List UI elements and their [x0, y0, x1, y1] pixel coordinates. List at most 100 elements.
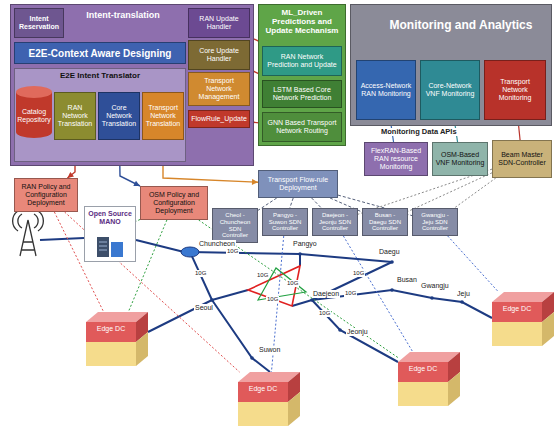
mano-box: Open Source MANO — [84, 206, 136, 262]
datacenter-cube: Edge DC — [492, 292, 554, 346]
process-box: Core Update Handler — [188, 40, 250, 70]
backbone-link — [212, 290, 248, 300]
cube-side-lower — [448, 372, 460, 406]
cube-shape — [86, 312, 148, 366]
layer-panel: ML_Driven Predictions and Update Mechani… — [258, 4, 346, 146]
node-text: GNN Based Transport Network Routing — [265, 119, 339, 134]
process-box: Access-Network RAN Monitoring — [356, 60, 416, 120]
node-text: Catalog Repository — [17, 108, 51, 123]
link-capacity: 10G — [352, 270, 365, 277]
controller-box: Pangyo - Suwon SDN Controller — [262, 208, 308, 236]
connector-line — [290, 198, 293, 208]
city-dot — [310, 298, 314, 302]
backbone-link — [312, 300, 398, 362]
connector — [454, 178, 495, 208]
connector — [448, 236, 499, 292]
backbone-link — [292, 300, 312, 306]
process-box: Transport Network Translation — [142, 92, 184, 140]
cube-front-lower — [398, 382, 448, 406]
city-dot — [390, 288, 394, 292]
link-capacity: 10G — [286, 280, 299, 287]
node-text: Busan - Daegu SDN Controller — [365, 212, 405, 232]
node-text: Open Source MANO — [87, 210, 133, 225]
connector — [343, 236, 412, 352]
link-capacity: 10G — [256, 272, 269, 279]
node-text: Cheol - Chuncheon SDN Controller — [215, 212, 255, 238]
city-dot — [430, 296, 434, 300]
node-text: Beam Master SDN-Controller — [495, 151, 549, 166]
node-text: Transport Network Monitoring — [487, 78, 543, 101]
node-text: Access-Network RAN Monitoring — [359, 82, 413, 97]
process-box: Transport Flow-rule Deployment — [258, 170, 338, 198]
node-text: FlexRAN-Based RAN resource Monitoring — [367, 147, 425, 170]
controller-box: Busan - Daegu SDN Controller — [362, 208, 408, 236]
connector-line — [454, 178, 495, 208]
process-box: E2E-Context Aware Designing — [14, 42, 186, 64]
datacenter-cube: Edge DC — [86, 312, 148, 366]
node-text: ML_Driven Predictions and Update Mechani… — [262, 9, 342, 35]
group-panel: E2E Intent TranslatorCatalog Repository R… — [14, 68, 186, 162]
cube-shape — [398, 352, 460, 406]
antenna-waves — [13, 211, 44, 231]
node-text: Daejeon - Jeonju SDN Controller — [315, 212, 355, 232]
node-text: Core Update Handler — [191, 47, 247, 62]
city-dot — [460, 300, 464, 304]
connector-line — [343, 236, 412, 352]
process-box: Transport Network Management — [188, 72, 250, 106]
city-label: Chuncheon — [198, 240, 236, 248]
cube-shape — [238, 372, 300, 426]
node-text: RAN Network Translation — [57, 104, 93, 127]
controller-box: Cheol - Chuncheon SDN Controller — [212, 208, 258, 243]
cube-side-lower — [136, 332, 148, 366]
process-box: Beam Master SDN-Controller — [492, 140, 552, 178]
process-box: GNN Based Transport Network Routing — [262, 112, 342, 142]
node-text: RAN Policy and Configuration Deployment — [17, 183, 75, 206]
backbone-link — [190, 252, 212, 300]
layer-panel: Monitoring and AnalyticsAccess-Network R… — [350, 4, 552, 126]
node-text: Monitoring and Analytics — [375, 19, 547, 32]
city-label: Pangyo — [292, 240, 318, 248]
connector — [408, 173, 492, 212]
node-text: RAN Update Handler — [191, 15, 247, 30]
city-label: Suwon — [258, 346, 281, 354]
connector-line — [312, 198, 322, 208]
cube-front-lower — [238, 402, 288, 426]
city-label: Gwangju — [420, 282, 450, 290]
process-box: Core-Network VNF Monitoring — [420, 60, 480, 120]
backbone-link — [299, 254, 301, 266]
link-capacity: 10G — [318, 310, 331, 317]
connector-line — [199, 220, 398, 358]
server-rack — [97, 237, 109, 257]
router-symbol — [181, 247, 199, 257]
connector-line — [448, 236, 499, 292]
process-box: LSTM Based Core Network Prediction — [262, 80, 342, 108]
layer-panel: Intent-translationIntent ReservationE2E-… — [10, 4, 254, 166]
city-label: Busan — [396, 276, 418, 284]
cube-front-upper — [238, 382, 288, 402]
antenna-symbol — [13, 211, 44, 256]
city-label: Daegu — [378, 248, 401, 256]
cube-side-lower — [288, 392, 300, 426]
connector — [312, 198, 322, 208]
process-box: OSM-Based VNF Monitoring — [432, 142, 488, 176]
connector-line — [408, 173, 492, 212]
node-text: E2E-Context Aware Designing — [17, 48, 183, 59]
city-label: Seoul — [194, 304, 214, 312]
process-box: RAN Network Prediction and Update — [262, 46, 342, 76]
node-text: OSM-Based VNF Monitoring — [435, 151, 485, 166]
city-dot — [250, 356, 254, 360]
datacenter-cube: Edge DC — [238, 372, 300, 426]
cylinder-body — [16, 92, 52, 138]
cube-front-upper — [492, 302, 542, 322]
backbone-link — [312, 290, 492, 318]
cylinder-top — [16, 86, 52, 98]
process-box: RAN Network Translation — [54, 92, 96, 140]
backbone-link — [212, 300, 270, 372]
server-slots — [99, 242, 107, 250]
city-dot — [210, 298, 214, 302]
node-text: Intent-translation — [65, 11, 181, 21]
node-text: E2E Intent Translator — [17, 72, 183, 81]
node-text: FlowRule_Update — [191, 115, 247, 123]
node-text: Edge DC — [399, 365, 447, 373]
controller-box: Gwangju - Jeju SDN Controller — [412, 208, 458, 236]
